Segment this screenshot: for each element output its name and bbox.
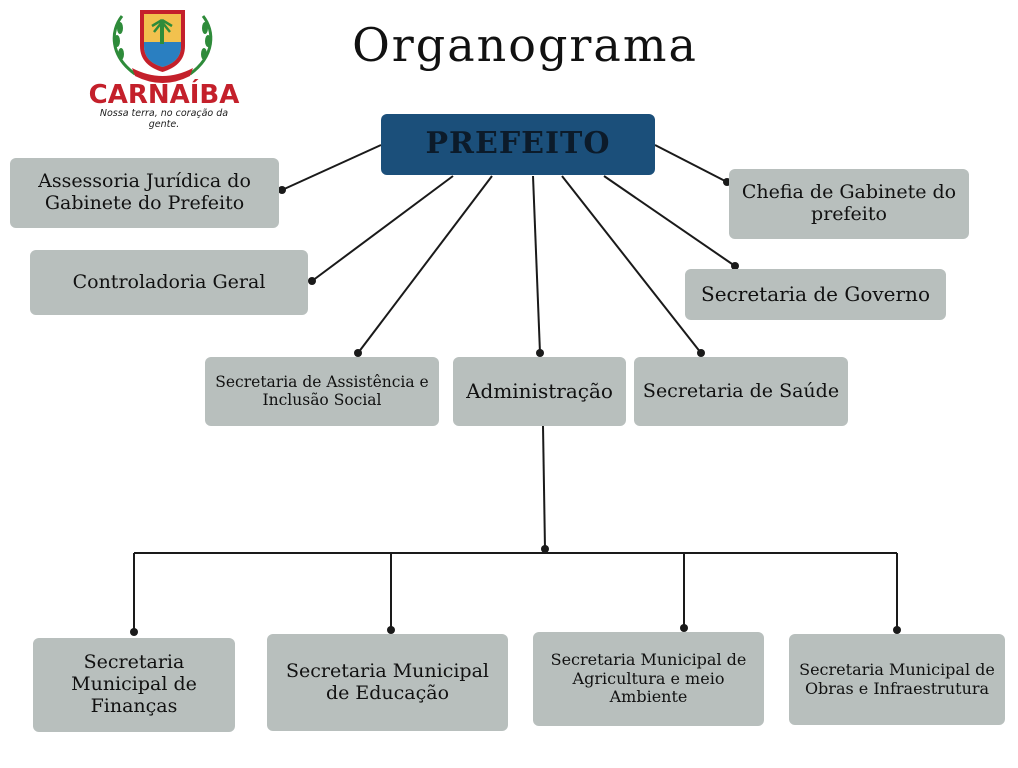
node-label: Assessoria Jurídica do Gabinete do Prefe… [38,170,251,214]
node-saude: Secretaria de Saúde [634,357,848,426]
connector-chefia [654,144,728,183]
node-chefia: Chefia de Gabinete do prefeito [729,169,969,239]
node-assessoria: Assessoria Jurídica do Gabinete do Prefe… [10,158,279,228]
logo-tagline: Nossa terra, no coração da gente. [99,108,229,130]
connector-administracao-trunk [542,425,546,550]
node-educacao: Secretaria Municipal de Educação [267,634,508,731]
node-label: Chefia de Gabinete do prefeito [741,181,957,225]
node-obras: Secretaria Municipal de Obras e Infraest… [789,634,1005,725]
node-label: Secretaria Municipal de Finanças [71,651,197,717]
ribbon-icon [132,68,193,83]
node-financas: Secretaria Municipal de Finanças [33,638,235,732]
connector-end-assessoria [278,186,286,194]
page-title: Organograma [352,18,698,72]
node-prefeito: PREFEITO [381,114,655,175]
connector-end-governo [731,262,739,270]
connector-hub [541,545,549,553]
node-label: Secretaria Municipal de Educação [285,659,489,704]
connector-controladoria [311,175,454,282]
node-controladoria: Controladoria Geral [30,250,308,315]
connector-end-administracao [536,349,544,357]
carnaiba-logo [112,10,213,83]
connector-end-controladoria [308,277,316,285]
connector-assessoria [281,144,382,191]
node-label: Controladoria Geral [72,270,266,293]
node-agricultura: Secretaria Municipal de Agricultura e me… [533,632,764,726]
logo-name: CARNAÍBA [88,80,240,110]
node-assistencia: Secretaria de Assistência e Inclusão Soc… [205,357,439,426]
node-administracao: Administração [453,357,626,426]
node-label: Secretaria Municipal de Agricultura e me… [550,650,747,707]
laurel-icon [112,15,213,76]
shield-icon [140,10,185,72]
connector-end-assistencia [354,349,362,357]
connector-saude [561,175,702,354]
node-governo: Secretaria de Governo [685,269,946,320]
node-label: Secretaria de Assistência e Inclusão Soc… [215,372,429,409]
connector-administracao [532,175,541,354]
node-label: Secretaria de Governo [701,282,930,306]
node-label: Administração [466,379,613,403]
node-label: Secretaria Municipal de Obras e Infraest… [799,660,995,698]
node-label: PREFEITO [425,126,611,162]
connector-end-agricultura [680,624,688,632]
connector-end-saude [697,349,705,357]
connector-end-obras [893,626,901,634]
connector-end-educacao [387,626,395,634]
node-label: Secretaria de Saúde [642,379,840,402]
connector-assistencia [357,175,493,354]
connector-governo [603,175,736,267]
connector-end-financas [130,628,138,636]
